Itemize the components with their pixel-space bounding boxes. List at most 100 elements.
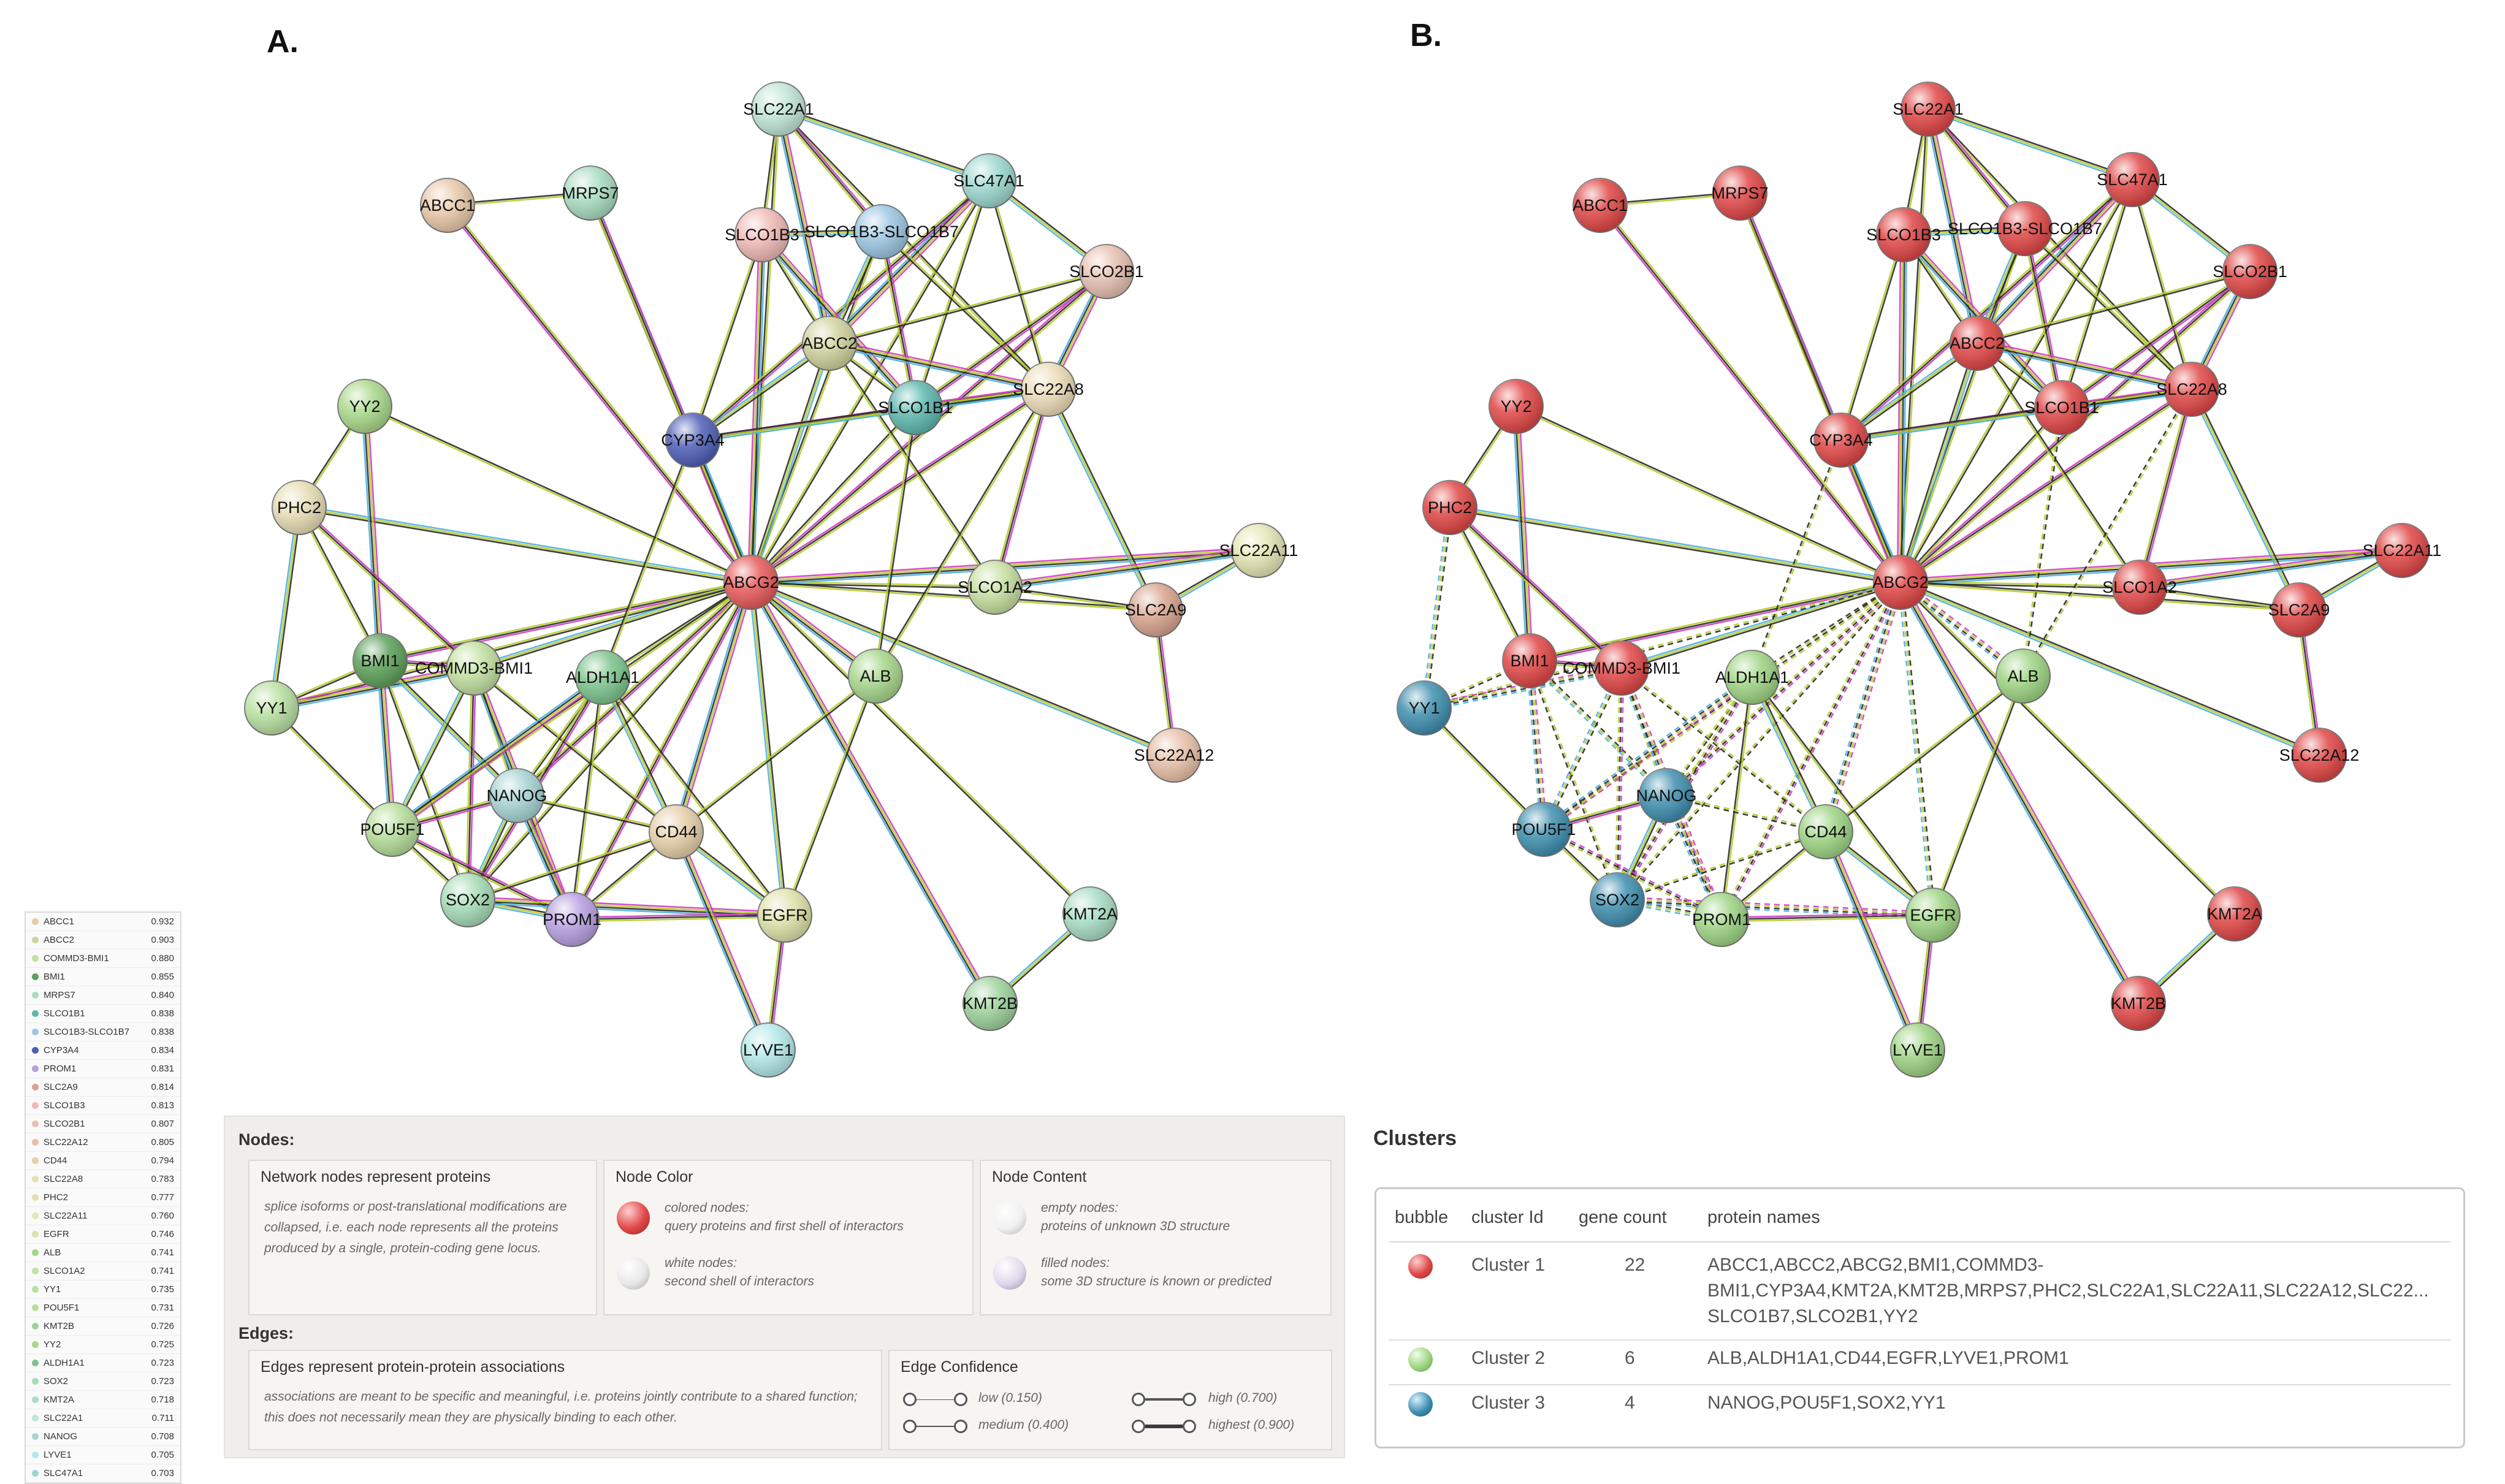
- network-edge: [674, 832, 768, 1051]
- network-node-prom1[interactable]: PROM1: [1692, 892, 1751, 947]
- network-node-slco1b3[interactable]: SLCO1B3: [725, 207, 799, 262]
- network-edge: [467, 668, 475, 900]
- network-node-kmt2a[interactable]: KMT2A: [2207, 886, 2262, 942]
- node-bubble-highlight: [1517, 802, 1571, 856]
- network-node-commd3-bmi1[interactable]: COMMD3-BMI1: [415, 641, 533, 696]
- network-node-commd3-bmi1[interactable]: COMMD3-BMI1: [1563, 641, 1680, 696]
- network-edge: [750, 581, 1175, 756]
- score-row-name: SLCO2B1: [44, 1119, 85, 1129]
- score-row-name: SLC22A8: [44, 1174, 83, 1184]
- network-node-yy2[interactable]: YY2: [1489, 379, 1544, 434]
- network-node-slc22a1[interactable]: SLC22A1: [743, 82, 814, 137]
- network-node-yy2[interactable]: YY2: [337, 379, 392, 434]
- network-node-sox2[interactable]: SOX2: [1590, 872, 1645, 927]
- network-node-slc22a11[interactable]: SLC22A11: [2363, 523, 2442, 578]
- network-edge: [393, 668, 477, 831]
- network-edge: [272, 668, 475, 710]
- network-node-slc2a9[interactable]: SLC2A9: [2268, 582, 2330, 637]
- network-edge: [1045, 389, 1155, 611]
- network-node-slc22a12[interactable]: SLC22A12: [1134, 728, 1214, 783]
- network-node-slc22a11[interactable]: SLC22A11: [1219, 523, 1298, 578]
- network-edge: [1424, 706, 1546, 829]
- network-node-abcc1[interactable]: ABCC1: [1573, 178, 1628, 233]
- network-node-slco1b3-slco1b7[interactable]: SLCO1B3-SLCO1B7: [804, 204, 959, 259]
- network-node-alb[interactable]: ALB: [848, 649, 903, 704]
- node-label: ABCC2: [1950, 334, 2005, 352]
- node-label: SLCO2B1: [2213, 262, 2287, 281]
- node-bubble-highlight: [962, 154, 1016, 208]
- network-node-slc22a8[interactable]: SLC22A8: [2156, 362, 2227, 417]
- network-node-abcg2[interactable]: ABCG2: [1872, 555, 1929, 610]
- network-node-kmt2a[interactable]: KMT2A: [1062, 886, 1118, 942]
- network-node-abcc2[interactable]: ABCC2: [802, 316, 857, 371]
- network-edge: [1841, 235, 1905, 441]
- score-row-name: SLCO1B3-SLCO1B7: [44, 1027, 130, 1037]
- network-node-aldh1a1[interactable]: ALDH1A1: [566, 650, 639, 705]
- network-node-pou5f1[interactable]: POU5F1: [1511, 802, 1576, 857]
- network-node-abcc1[interactable]: ABCC1: [420, 178, 475, 233]
- network-node-mrps7[interactable]: MRPS7: [1711, 166, 1769, 221]
- network-node-slc47a1[interactable]: SLC47A1: [953, 153, 1024, 208]
- network-node-slco1b1[interactable]: SLCO1B1: [2024, 380, 2099, 435]
- network-node-pou5f1[interactable]: POU5F1: [360, 802, 425, 857]
- network-node-sox2[interactable]: SOX2: [440, 872, 495, 927]
- network-node-kmt2b[interactable]: KMT2B: [963, 976, 1018, 1031]
- network-node-cyp3a4[interactable]: CYP3A4: [661, 413, 725, 468]
- network-node-lyve1[interactable]: LYVE1: [741, 1022, 796, 1078]
- network-node-bmi1[interactable]: BMI1: [353, 633, 408, 688]
- network-edge: [1545, 679, 1755, 832]
- network-node-nanog[interactable]: NANOG: [1636, 768, 1697, 823]
- node-label: SLC22A12: [1134, 746, 1214, 764]
- network-node-slc22a12[interactable]: SLC22A12: [2279, 728, 2360, 783]
- cluster3-names: NANOG,POU5F1,SOX2,YY1: [1707, 1393, 1946, 1413]
- network-node-abcg2[interactable]: ABCG2: [723, 555, 779, 610]
- network-node-alb[interactable]: ALB: [1996, 649, 2051, 704]
- network-node-slco1b1[interactable]: SLCO1B1: [878, 380, 953, 435]
- node-color-dot-icon: [32, 1029, 39, 1035]
- network-node-nanog[interactable]: NANOG: [486, 768, 547, 823]
- network-node-cd44[interactable]: CD44: [649, 804, 704, 859]
- node-bubble-highlight: [545, 892, 599, 946]
- network-node-egfr[interactable]: EGFR: [757, 888, 812, 943]
- score-row-name: ALB: [44, 1247, 61, 1258]
- network-node-phc2[interactable]: PHC2: [272, 480, 327, 535]
- network-node-mrps7[interactable]: MRPS7: [562, 166, 619, 221]
- network-node-bmi1[interactable]: BMI1: [1502, 633, 1557, 688]
- network-node-kmt2b[interactable]: KMT2B: [2111, 976, 2166, 1031]
- network-edge: [1826, 831, 1920, 1050]
- node-color-dot-icon: [32, 1304, 39, 1311]
- network-node-slco2b1[interactable]: SLCO2B1: [1069, 244, 1144, 299]
- score-row-name: PROM1: [44, 1064, 77, 1074]
- node-color-dot-icon: [32, 1433, 39, 1440]
- cluster1-names-line3: SLCO1B7,SLCO2B1,YY2: [1707, 1306, 1918, 1326]
- network-node-slc22a8[interactable]: SLC22A8: [1013, 362, 1084, 417]
- network-node-slco2b1[interactable]: SLCO2B1: [2213, 244, 2287, 299]
- score-row-name: KMT2B: [44, 1321, 75, 1331]
- network-node-prom1[interactable]: PROM1: [543, 892, 601, 947]
- network-node-slco1a2[interactable]: SLCO1A2: [958, 560, 1032, 615]
- network-node-cyp3a4[interactable]: CYP3A4: [1809, 413, 1873, 468]
- network-node-abcc2[interactable]: ABCC2: [1950, 316, 2005, 371]
- network-edge: [2140, 389, 2195, 588]
- network-edge: [587, 193, 692, 441]
- network-node-egfr[interactable]: EGFR: [1905, 888, 1961, 943]
- network-node-slc2a9[interactable]: SLC2A9: [1125, 582, 1187, 637]
- network-node-lyve1[interactable]: LYVE1: [1890, 1022, 1945, 1078]
- network-edge: [1977, 270, 2250, 343]
- network-node-phc2[interactable]: PHC2: [1422, 480, 1477, 535]
- cluster3-count: 4: [1625, 1393, 1635, 1413]
- network-node-cd44[interactable]: CD44: [1798, 804, 1853, 859]
- network-node-aldh1a1[interactable]: ALDH1A1: [1715, 650, 1789, 705]
- network-node-slco1a2[interactable]: SLCO1A2: [2102, 560, 2177, 615]
- network-edge: [2060, 179, 2132, 408]
- network-node-yy1[interactable]: YY1: [1397, 680, 1452, 736]
- network-node-yy1[interactable]: YY1: [244, 680, 299, 736]
- network-node-slco1b3[interactable]: SLCO1B3: [1866, 207, 1941, 262]
- network-edge: [2132, 179, 2194, 389]
- network-node-slc22a1[interactable]: SLC22A1: [1893, 82, 1964, 137]
- network-node-slco1b3-slco1b7[interactable]: SLCO1B3-SLCO1B7: [1948, 201, 2102, 256]
- network-edge: [516, 582, 752, 796]
- filled-node-swatch-icon: [993, 1257, 1026, 1290]
- network-node-slc47a1[interactable]: SLC47A1: [2097, 152, 2168, 207]
